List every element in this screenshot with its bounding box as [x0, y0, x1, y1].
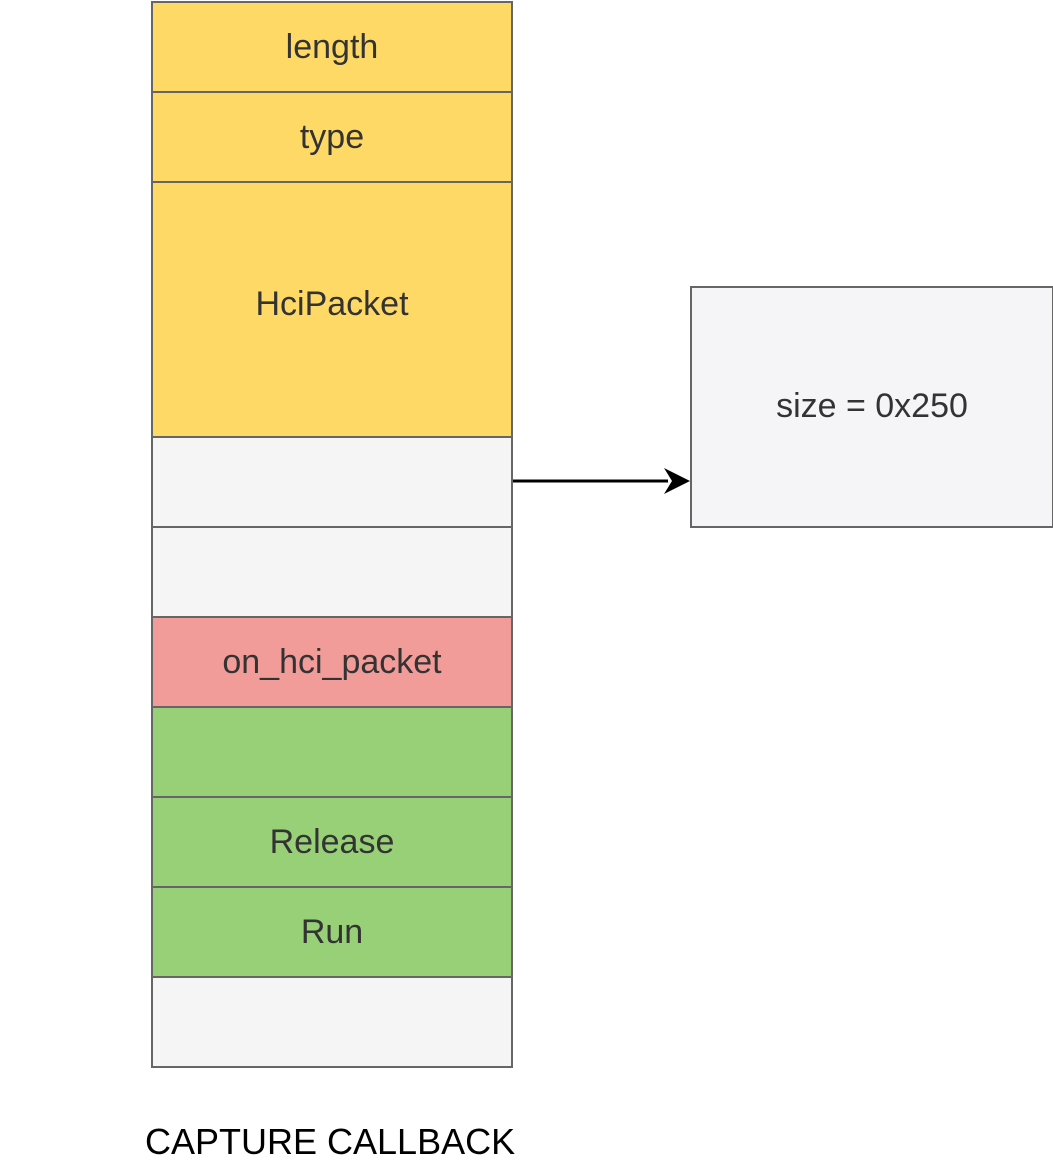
target-buffer-label: size = 0x250: [776, 387, 968, 425]
cell-run-label: Run: [300, 912, 364, 951]
cell-type-label: type: [299, 117, 365, 156]
cell-release-label: Release: [269, 822, 395, 861]
cell-green-empty: [151, 706, 513, 798]
target-buffer-box: size = 0x250: [690, 286, 1053, 528]
cell-length-label: length: [285, 27, 379, 66]
diagram-caption: CAPTURE CALLBACK: [145, 1121, 516, 1162]
arrow-head: [664, 468, 690, 494]
cell-hcipacket-label: HciPacket: [255, 285, 409, 323]
cell-on-hci-packet: on_hci_packet: [151, 616, 513, 708]
cell-empty-2: [151, 976, 513, 1068]
cell-release: Release: [151, 796, 513, 888]
cell-hcipacket: HciPacket: [151, 181, 513, 438]
cell-pointer: [151, 436, 513, 528]
cell-length: length: [151, 1, 513, 93]
cell-on-hci-packet-label: on_hci_packet: [222, 642, 442, 681]
